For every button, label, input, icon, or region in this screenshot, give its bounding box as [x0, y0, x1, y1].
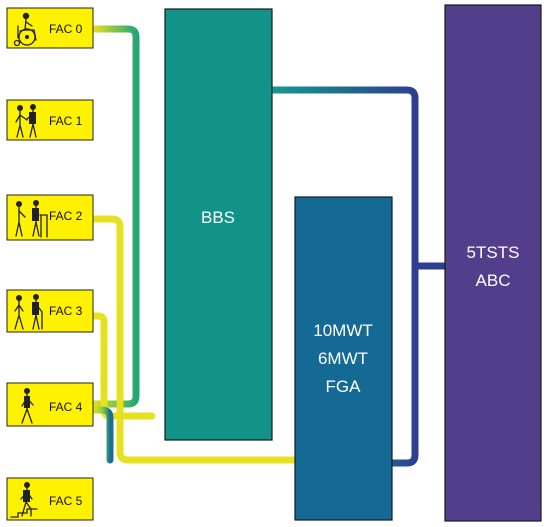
- fac-box-0-frame: [6, 7, 94, 49]
- link-gait-balance: [388, 262, 419, 467]
- fac-label-0: FAC 0: [49, 22, 83, 36]
- fac-box-0: FAC 0: [6, 7, 94, 49]
- block-balance-box: [444, 4, 542, 522]
- block-balance-label-1: 5TSTS: [467, 243, 520, 262]
- link-fac4-bbs: [89, 212, 140, 408]
- wheelchair-user-icon: [13, 12, 37, 47]
- block-bbs: BBS: [164, 8, 273, 441]
- block-gait-label-2: 6MWT: [318, 349, 368, 368]
- fac-box-4-frame: [6, 382, 94, 427]
- fac-label-2: FAC 2: [49, 209, 83, 223]
- fac-box-1: FAC 1: [6, 99, 94, 141]
- links: [89, 25, 449, 499]
- block-gait-label-3: FGA: [326, 377, 362, 396]
- block-gait-box: [294, 196, 393, 521]
- stair-climber-icon: [10, 482, 38, 518]
- fac-box-2: FAC 2: [6, 194, 94, 241]
- fac-label-1: FAC 1: [49, 114, 83, 128]
- block-gait: 10MWT 6MWT FGA: [294, 196, 393, 521]
- fac-box-5: FAC 5: [6, 477, 94, 521]
- block-bbs-label: BBS: [201, 208, 235, 227]
- link-fac0-bbs: [89, 25, 140, 220]
- block-bbs-box: [164, 8, 273, 441]
- fac-box-4: FAC 4: [6, 382, 94, 427]
- assisted-walker-icon: [15, 104, 37, 138]
- link-bbs-balance: [268, 86, 419, 270]
- fac-label-4: FAC 4: [49, 400, 83, 414]
- fac-box-3: FAC 3: [6, 289, 94, 333]
- walker-with-helper-icon: [15, 200, 48, 238]
- fac-label-5: FAC 5: [49, 494, 83, 508]
- supervised-walker-icon: [14, 294, 43, 330]
- link-fac4-gait: [89, 406, 114, 464]
- independent-walker-icon: [21, 388, 34, 424]
- block-gait-label-1: 10MWT: [313, 321, 373, 340]
- block-balance-label-2: ABC: [476, 271, 511, 290]
- block-balance: 5TSTS ABC: [444, 4, 542, 522]
- fac-label-3: FAC 3: [49, 304, 83, 318]
